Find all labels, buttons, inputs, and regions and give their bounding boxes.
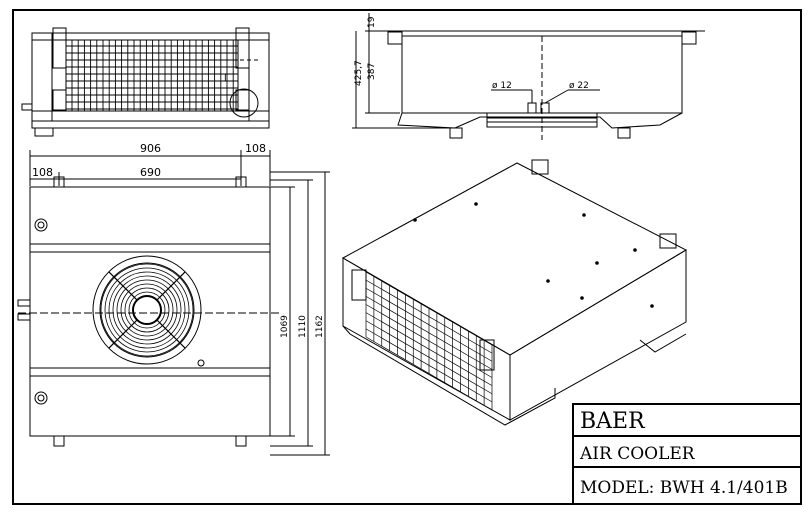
title-product: AIR COOLER <box>579 444 696 464</box>
detail-circle <box>229 88 259 118</box>
dim-side-h1: 387 <box>367 63 377 80</box>
dim-side-h2: 425,7 <box>354 60 364 86</box>
top-view-coil-grille <box>66 40 238 111</box>
dim-front-offset-left: 108 <box>32 166 53 179</box>
front-view <box>17 150 330 456</box>
side-view <box>352 13 705 140</box>
isometric-coil-grille <box>365 271 493 411</box>
fan-guard <box>92 255 202 365</box>
title-model: MODEL: BWH 4.1/401B <box>580 478 788 498</box>
top-view <box>21 27 270 137</box>
dim-front-h2: 1110 <box>298 315 308 338</box>
fan-guard-rings <box>100 263 194 357</box>
sheet-border <box>12 9 802 505</box>
dim-front-h1: 1069 <box>280 315 290 338</box>
dim-front-h3: 1162 <box>315 315 325 338</box>
title-brand: BAER <box>580 409 646 434</box>
isometric-view <box>341 159 688 426</box>
fan-guard-spokes <box>108 271 186 349</box>
dim-top-width: 906 <box>140 142 161 155</box>
detail-label: I <box>224 74 227 84</box>
dim-front-spacing: 690 <box>140 166 161 179</box>
dim-top-offset-right: 108 <box>245 142 266 155</box>
title-block <box>572 403 802 505</box>
dim-pipe-large: ø 22 <box>569 81 589 91</box>
dim-side-small: 19 <box>367 16 377 28</box>
dim-pipe-small: ø 12 <box>492 81 512 91</box>
